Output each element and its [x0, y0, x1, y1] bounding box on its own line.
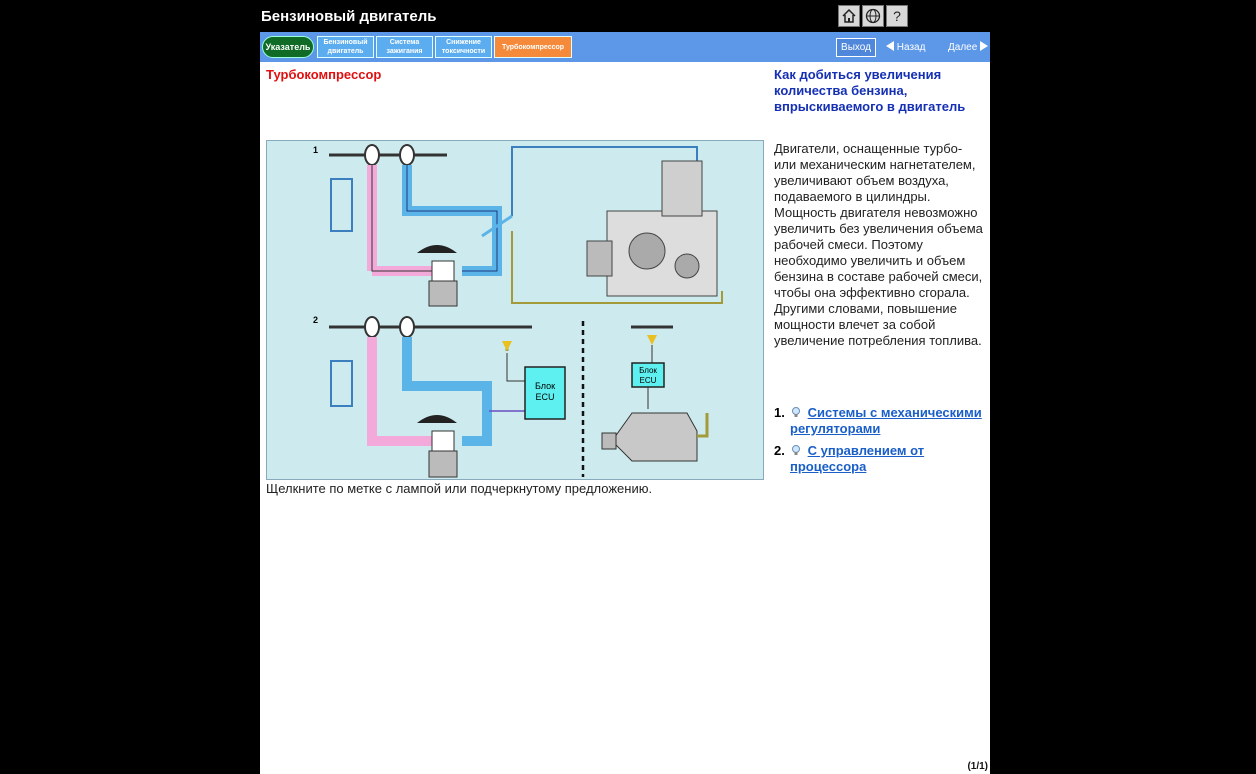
- injection-pump-drawing: [586, 160, 718, 297]
- diagram-label-2: 2: [313, 315, 318, 325]
- ecu-label-line2: ECU: [535, 392, 554, 402]
- back-button[interactable]: Назад: [886, 41, 925, 53]
- turbocharger-1: [364, 144, 415, 166]
- lamp-icon[interactable]: [790, 406, 802, 418]
- tab-ignition-system[interactable]: Система зажигания: [376, 36, 433, 58]
- diagram-label-1: 1: [313, 145, 318, 155]
- side-heading: Как добиться увеличения количества бензи…: [774, 67, 966, 114]
- top-icon-group: ?: [838, 5, 908, 27]
- side-body-text: Двигатели, оснащенные турбо- или механич…: [774, 141, 983, 348]
- tab-emission-reduction[interactable]: Снижение токсичности: [435, 36, 492, 58]
- exit-button[interactable]: Выход: [836, 38, 876, 57]
- help-icon[interactable]: ?: [886, 5, 908, 27]
- turbo-diagram: 1: [266, 140, 764, 480]
- tab-label-line2: зажигания: [386, 48, 423, 55]
- next-label: Далее: [948, 42, 978, 53]
- title-bar: Бензиновый двигатель ?: [260, 0, 990, 32]
- page-title: Турбокомпрессор: [266, 67, 382, 82]
- nav-bar: Указатель Бензиновый двигатель Система з…: [260, 32, 990, 62]
- next-arrow-icon: [980, 41, 989, 51]
- ecu-small-line1: Блок: [639, 366, 657, 375]
- lamp-icon[interactable]: [790, 444, 802, 456]
- piston-1: [417, 245, 458, 307]
- topic-links: 1. Системы с механическими регуляторами …: [774, 405, 986, 481]
- index-button[interactable]: Указатель: [262, 36, 314, 58]
- page-counter: (1/1): [967, 761, 988, 772]
- list-number: 2.: [774, 443, 785, 458]
- turbocharger-2: [364, 316, 415, 338]
- content-frame: Бензиновый двигатель ? Указатель Бензино…: [260, 0, 990, 774]
- topic-link-processor[interactable]: С управлением от процессора: [790, 443, 925, 474]
- back-label: Назад: [896, 42, 926, 53]
- tab-label-line1: Система: [389, 39, 420, 46]
- ecu-block-small: Блок ECU: [631, 362, 665, 388]
- tab-label-line1: Бензиновый: [323, 39, 368, 46]
- tab-label-line1: Снижение: [446, 39, 481, 46]
- topic-link-mechanical[interactable]: Системы с механическими регуляторами: [790, 405, 982, 436]
- app-title: Бензиновый двигатель: [261, 8, 437, 25]
- piston-2: [417, 415, 458, 478]
- ecu-label-line1: Блок: [535, 381, 555, 391]
- tab-gasoline-engine[interactable]: Бензиновый двигатель: [317, 36, 374, 58]
- back-arrow-icon: [886, 41, 894, 51]
- ecu-block-large: Блок ECU: [524, 366, 566, 420]
- list-number: 1.: [774, 405, 785, 420]
- tab-label-line2: токсичности: [441, 48, 486, 55]
- list-item[interactable]: 1. Системы с механическими регуляторами: [774, 405, 986, 437]
- help-glyph: ?: [893, 8, 901, 24]
- list-item[interactable]: 2. С управлением от процессора: [774, 443, 986, 475]
- injection-pump-small: [601, 412, 709, 462]
- home-icon[interactable]: [838, 5, 860, 27]
- hint-text: Щелкните по метке с лампой или подчеркну…: [266, 481, 653, 496]
- globe-icon[interactable]: [862, 5, 884, 27]
- tab-label-line2: двигатель: [327, 48, 364, 55]
- next-button[interactable]: Далее: [948, 41, 989, 53]
- tab-turbocharger[interactable]: Турбокомпрессор: [494, 36, 572, 58]
- ecu-small-line2: ECU: [640, 376, 657, 385]
